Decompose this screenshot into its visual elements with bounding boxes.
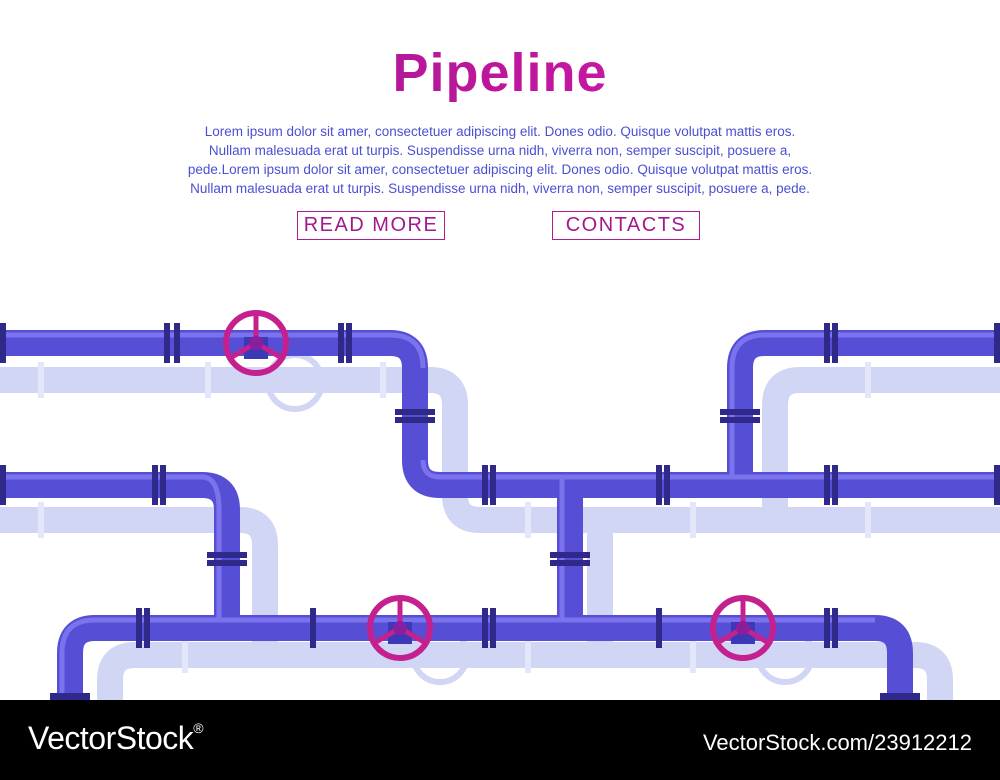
pipeline-illustration [0,310,1000,700]
image-id: VectorStock.com/23912212 [702,730,972,755]
valve [223,310,289,376]
pipe-flanges [0,323,1000,700]
watermark-logo: VectorStock® [28,720,204,757]
shadow-pipes [0,367,1000,700]
brand-name: VectorStock [28,720,194,756]
brand-mark: ® [193,720,204,736]
watermark-bar: VectorStock® VectorStock.com/23912212 [0,700,1000,780]
intro-line: pede.Lorem ipsum dolor sit amer, consect… [187,162,813,177]
intro-line: Lorem ipsum dolor sit amer, consectetuer… [204,124,796,139]
page-title: Pipeline [0,38,1000,108]
intro-text: Lorem ipsum dolor sit amer, consectetuer… [150,122,850,198]
shadow-flanges [38,362,871,673]
valve [367,595,433,661]
intro-line: Nullam malesuada erat ut turpis. Suspend… [208,143,792,158]
valve [710,595,776,661]
pipe-highlights [0,332,1000,700]
read-more-button[interactable]: READ MORE [297,211,445,240]
intro-line: Nullam malesuada erat ut turpis. Suspend… [190,181,810,196]
contacts-button[interactable]: CONTACTS [552,211,700,240]
